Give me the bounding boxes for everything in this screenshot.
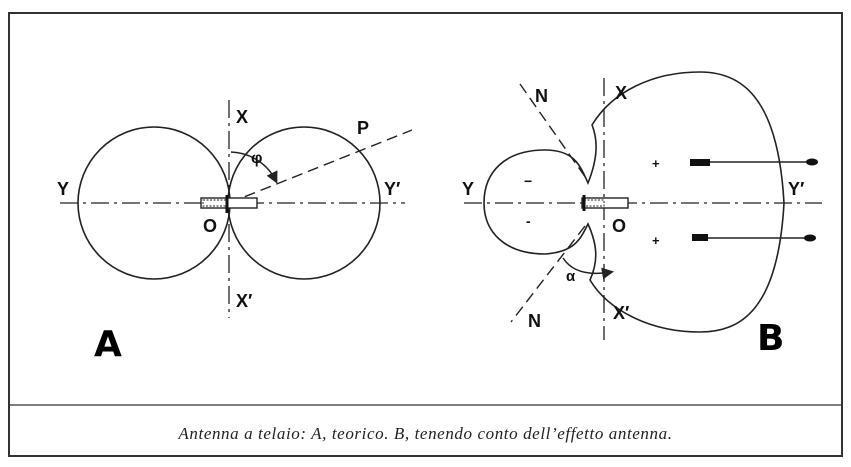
figure-caption: Antenna a telaio: A, teorico. B, tenendo… [178,424,673,443]
fig-b-label-null-top: N [535,86,548,106]
fig-b-radiation-pattern [483,71,785,333]
fig-a-label-angle: φ [251,150,262,167]
fig-a-antenna-frame [200,197,258,209]
fig-b-label-y-prime: Y′ [788,179,804,199]
figure-a: X X′ Y Y′ O P φ A [57,100,413,365]
fig-b-arrow-top-tail [690,159,710,166]
fig-a-label-x-prime: X′ [236,291,252,311]
figure-b: X X′ Y Y′ O N N α − - + + B [462,71,822,359]
fig-b-panel-label: B [757,318,784,359]
fig-a-label-p: P [357,118,369,138]
fig-a-angle-arc [230,151,278,184]
fig-b-label-angle: α [566,268,576,285]
fig-b-sign-left-bottom: - [526,213,531,229]
fig-b-null-line-top [519,83,589,182]
fig-b-arrow-top-head [806,158,818,166]
fig-b-sign-right-bottom: + [652,233,660,248]
fig-b-sign-right-top: + [652,156,660,171]
fig-a-label-y-prime: Y′ [384,179,400,199]
fig-b-label-y: Y [462,179,474,199]
fig-b-label-x-prime: X′ [613,303,629,323]
fig-a-label-y: Y [57,179,69,199]
outer-border [8,12,843,457]
fig-b-angle-arc [562,257,614,280]
fig-a-panel-label: A [94,324,122,365]
fig-b-arrow-bottom-tail [692,234,708,241]
fig-b-label-null-bottom: N [528,311,541,331]
fig-b-label-x: X [615,83,627,103]
fig-a-label-x: X [236,107,248,127]
fig-b-antenna-frame [581,197,629,209]
fig-b-sign-left-top: − [524,173,532,189]
fig-a-antenna-winding [202,199,228,207]
fig-b-arrow-bottom-head [804,234,816,242]
fig-b-label-origin: O [612,216,626,236]
fig-a-label-origin: O [203,216,217,236]
fig-b-null-line-bottom [510,225,586,323]
